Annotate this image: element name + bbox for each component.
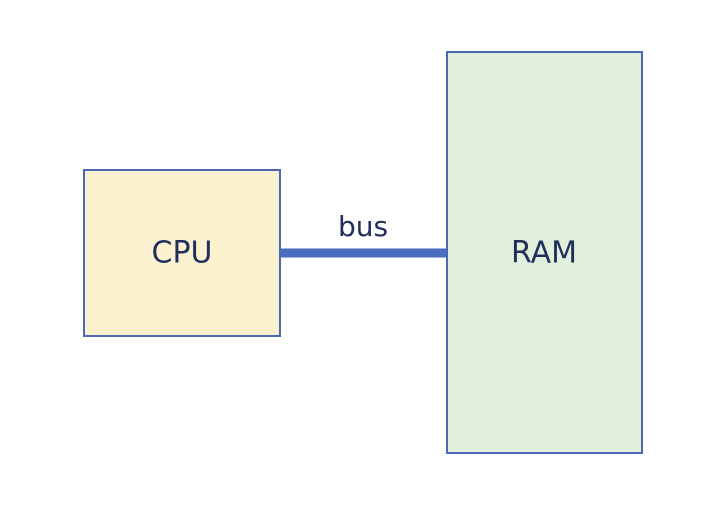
cpu-box	[83, 169, 281, 337]
ram-node: RAM	[446, 51, 643, 454]
bus-label: bus	[338, 210, 388, 243]
bus-edge: bus	[281, 210, 446, 258]
ram-label: RAM	[511, 236, 577, 271]
ram-box	[446, 51, 643, 454]
cpu-label: CPU	[152, 236, 213, 271]
cpu-node: CPU	[83, 169, 281, 337]
